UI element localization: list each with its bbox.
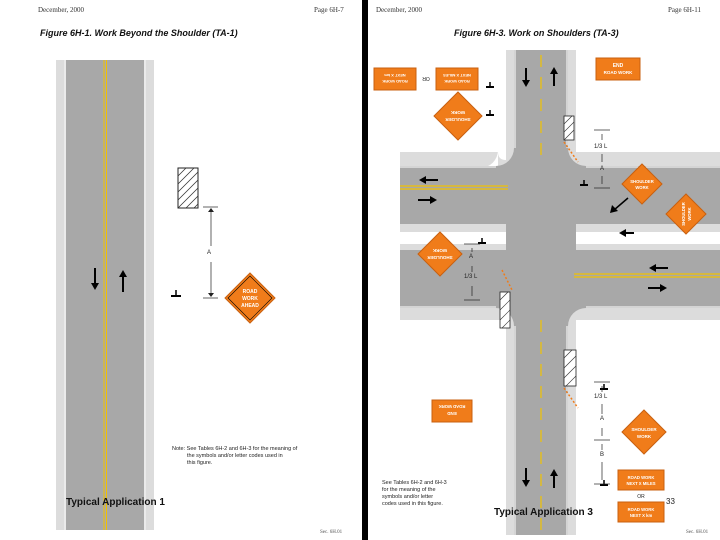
work-area-hatch bbox=[177, 167, 199, 209]
shoulder-work-sign-west bbox=[417, 231, 463, 277]
shoulder-work-sign-north bbox=[433, 91, 483, 141]
header-page-number: Page 6H-11 bbox=[668, 6, 701, 14]
header-page-number: Page 6H-7 bbox=[314, 6, 344, 14]
road-work-next-miles-sign-flipped bbox=[435, 67, 479, 91]
arrow-up-icon bbox=[550, 67, 558, 86]
figure-title: Figure 6H-1. Work Beyond the Shoulder (T… bbox=[40, 28, 238, 38]
end-sign-line2: ROAD WORK bbox=[604, 70, 633, 75]
work-area-south bbox=[563, 349, 577, 387]
flipped-miles-line2: NEXT X MILES bbox=[443, 73, 471, 78]
dimension-a-south: A bbox=[600, 416, 605, 422]
sign-text-line2: WORK bbox=[242, 296, 258, 302]
note-line-3: symbols and/or letter bbox=[382, 494, 434, 500]
shoulder-work-sign-east bbox=[621, 163, 663, 205]
end-road-work-sign bbox=[595, 57, 641, 81]
flipped-km-line2: NEXT X km bbox=[384, 73, 406, 78]
header-date: December, 2000 bbox=[376, 6, 422, 14]
south-sign-line1: SHOULDER bbox=[631, 427, 657, 432]
dimension-a-label: A bbox=[207, 250, 212, 256]
note-line-1: See Tables 6H-2 and 6H-3 bbox=[382, 480, 447, 486]
side-sign-line1: SHOULDER bbox=[681, 202, 686, 226]
road-work-ahead-sign bbox=[224, 272, 276, 324]
work-area-north bbox=[563, 115, 575, 141]
note-line-2: the symbols and/or letter codes used in bbox=[187, 453, 283, 459]
dimension-third-l-south: 1/3 L bbox=[594, 394, 608, 400]
road-work-next-miles-sign bbox=[617, 469, 665, 491]
arrow-up-icon bbox=[119, 270, 127, 292]
slide-page-number: 33 bbox=[666, 497, 675, 506]
taper-devices bbox=[501, 141, 579, 409]
dimension-a-north: A bbox=[600, 166, 605, 172]
sign-symbol-icon bbox=[171, 290, 181, 297]
north-sign-line2: WORK bbox=[450, 110, 465, 115]
figure-note: Note: See Tables 6H-2 and 6H-3 for the m… bbox=[172, 446, 297, 467]
next-miles-line2: NEXT X MILES bbox=[626, 481, 655, 486]
west-sign-line2: WORK bbox=[432, 248, 447, 253]
next-km-line1: ROAD WORK bbox=[628, 507, 655, 512]
work-area-west bbox=[499, 291, 511, 329]
north-sign-line1: SHOULDER bbox=[445, 117, 471, 122]
arrow-right-icon bbox=[648, 284, 667, 292]
note-line-1: Note: See Tables 6H-2 and 6H-3 for the m… bbox=[172, 446, 298, 452]
sign-text-line3: AHEAD bbox=[241, 303, 259, 309]
or-label: OR bbox=[637, 494, 645, 500]
arrow-down-icon bbox=[91, 268, 99, 290]
dimension-a bbox=[203, 206, 218, 299]
section-reference: Sec. 6H.01 bbox=[320, 530, 343, 535]
note-line-4: codes used in this figure. bbox=[382, 501, 443, 507]
header-date: December, 2000 bbox=[38, 6, 84, 14]
dimension-a-west: A bbox=[469, 254, 474, 260]
dimension-third-l-north: 1/3 L bbox=[594, 144, 608, 150]
left-page: December, 2000 Page 6H-7 Figure 6H-1. Wo… bbox=[0, 0, 362, 540]
arrow-left-icon bbox=[610, 197, 629, 213]
roadway bbox=[64, 60, 146, 530]
east-sign-line2: WORK bbox=[635, 185, 648, 190]
section-reference: Sec. 6H.01 bbox=[686, 530, 709, 535]
typical-application-label: Typical Application 1 bbox=[66, 497, 165, 508]
end-road-work-sign-flipped bbox=[431, 399, 473, 423]
arrow-up-icon bbox=[550, 469, 558, 488]
flipped-end-line2: ROAD WORK bbox=[439, 404, 466, 409]
dimension-b-south: B bbox=[600, 452, 605, 458]
sign-text-line1: ROAD bbox=[243, 289, 258, 295]
end-sign-line1: END bbox=[613, 63, 624, 69]
flipped-or-label: OR bbox=[422, 75, 430, 81]
shoulder-work-sign-side bbox=[665, 193, 707, 235]
page-gutter bbox=[362, 0, 368, 540]
side-sign-line2: WORK bbox=[687, 207, 692, 220]
west-sign-line1: SHOULDER bbox=[427, 255, 453, 260]
east-sign-line1: SHOULDER bbox=[630, 179, 654, 184]
road-work-next-km-sign-flipped bbox=[373, 67, 417, 91]
flipped-miles-line1: ROAD WORK bbox=[444, 79, 470, 84]
arrow-right-icon bbox=[418, 196, 437, 204]
dimension-third-l-west: 1/3 L bbox=[464, 274, 478, 280]
left-sign-text-layer: ROAD WORK AHEAD bbox=[0, 0, 362, 540]
arrow-down-icon bbox=[522, 468, 530, 487]
dimension-north bbox=[594, 129, 610, 189]
work-beyond-shoulder-diagram bbox=[56, 60, 276, 530]
arrow-down-icon bbox=[522, 68, 530, 87]
figure-title: Figure 6H-3. Work on Shoulders (TA-3) bbox=[454, 28, 619, 38]
south-sign-line2: WORK bbox=[637, 434, 652, 439]
arrow-left-icon bbox=[419, 176, 438, 184]
note-line-2: for the meaning of the bbox=[382, 487, 436, 493]
next-miles-line1: ROAD WORK bbox=[628, 475, 655, 480]
dimension-west bbox=[464, 243, 480, 301]
typical-application-label: Typical Application 3 bbox=[494, 507, 593, 518]
dimension-south bbox=[594, 381, 610, 485]
arrow-left-icon bbox=[649, 264, 668, 272]
shoulder-work-sign-south bbox=[621, 409, 667, 455]
next-km-line2: NEXT X km bbox=[630, 513, 653, 518]
right-page: December, 2000 Page 6H-11 Figure 6H-3. W… bbox=[368, 0, 720, 540]
road-work-next-km-sign bbox=[617, 501, 665, 523]
note-line-3: this figure. bbox=[187, 460, 213, 466]
work-on-shoulders-diagram: SHOULDER WORK SHOULDER WORK SHOULDER WOR… bbox=[373, 50, 720, 540]
flipped-end-line1: END bbox=[447, 411, 457, 416]
arrow-left-icon bbox=[619, 229, 634, 237]
sign-symbol-icon bbox=[478, 82, 608, 486]
flipped-km-line1: ROAD WORK bbox=[382, 79, 408, 84]
figure-note: See Tables 6H-2 and 6H-3 for the meaning… bbox=[382, 480, 447, 508]
